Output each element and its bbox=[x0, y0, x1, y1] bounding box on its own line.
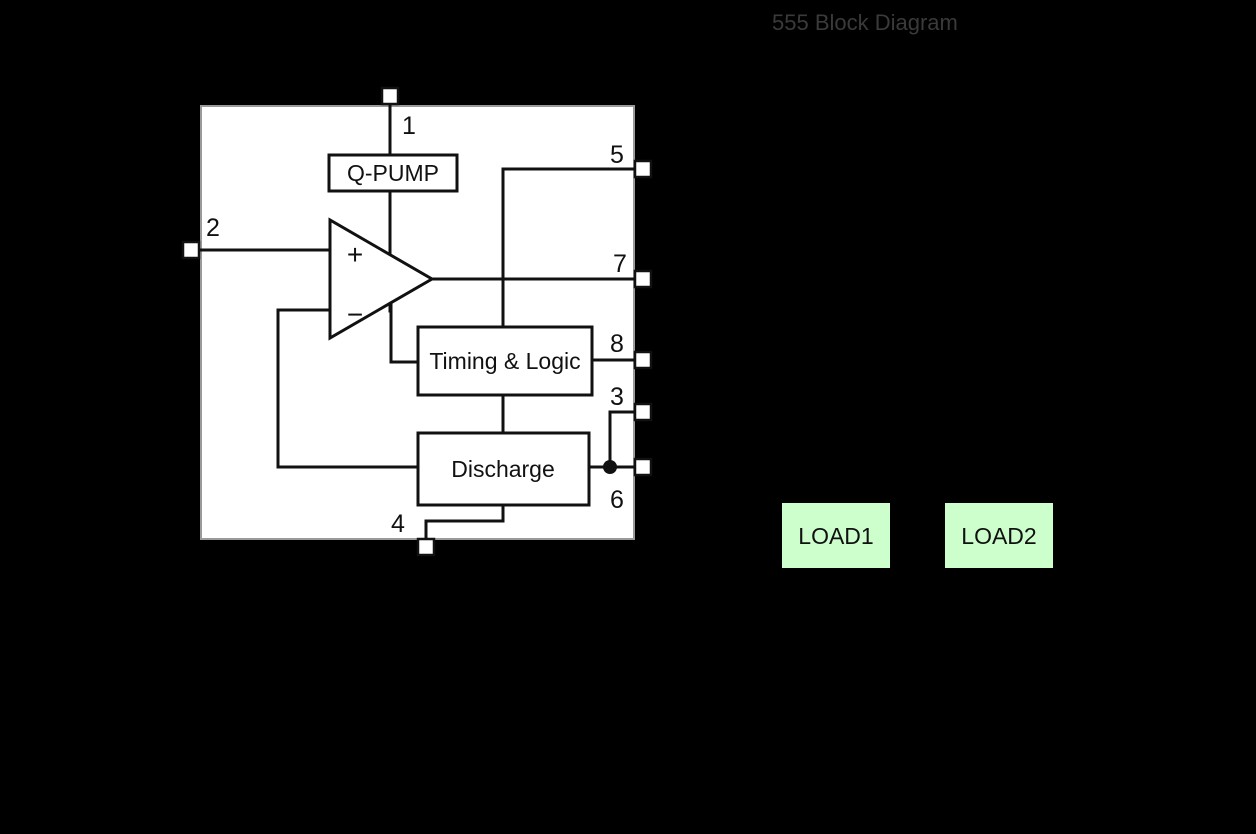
pin-7-terminal[interactable] bbox=[633, 269, 653, 289]
comparator-minus-label: − bbox=[347, 299, 363, 330]
pin-8-number: 8 bbox=[610, 330, 624, 358]
pin-squares bbox=[181, 86, 653, 557]
discharge-box bbox=[416, 431, 591, 507]
load2-box[interactable] bbox=[945, 503, 1053, 568]
comparator-plus-label: + bbox=[347, 239, 363, 270]
pin-1-number: 1 bbox=[402, 112, 416, 140]
qpump-box bbox=[327, 153, 459, 193]
comparator-triangle bbox=[328, 217, 435, 341]
pin-5-number: 5 bbox=[610, 141, 624, 169]
pin-8-terminal[interactable] bbox=[633, 350, 653, 370]
pin-3-number: 3 bbox=[610, 383, 624, 411]
pin-number-labels: 1 2 5 7 8 3 6 4 bbox=[206, 112, 627, 538]
pin-7-number: 7 bbox=[613, 250, 627, 278]
pin-2-terminal[interactable] bbox=[181, 240, 201, 260]
pin-5-terminal[interactable] bbox=[633, 159, 653, 179]
diagram-title: 555 Block Diagram bbox=[772, 10, 958, 35]
pin-3-terminal[interactable] bbox=[633, 402, 653, 422]
pin-4-number: 4 bbox=[391, 510, 405, 538]
load1-group[interactable]: LOAD1 bbox=[782, 503, 890, 568]
load2-label: LOAD2 bbox=[961, 523, 1036, 549]
qpump-label: Q-PUMP bbox=[347, 160, 439, 186]
qpump-block: Q-PUMP bbox=[327, 153, 459, 193]
wire-pin5-to-timing bbox=[501, 167, 644, 329]
pin-6-number: 6 bbox=[610, 486, 624, 514]
pin-1-terminal[interactable] bbox=[380, 86, 400, 106]
pin-4-terminal[interactable] bbox=[416, 537, 436, 557]
wire-discharge-to-pin4 bbox=[424, 503, 505, 549]
junction-dot-pin3-pin6 bbox=[603, 460, 617, 474]
pin-2-number: 2 bbox=[206, 214, 220, 242]
comparator-block: + − bbox=[328, 217, 435, 341]
discharge-block: Discharge bbox=[416, 431, 591, 507]
load2-group[interactable]: LOAD2 bbox=[945, 503, 1053, 568]
timing-logic-box bbox=[416, 325, 594, 397]
wire-pin3-to-junction bbox=[608, 410, 644, 469]
pin-6-terminal[interactable] bbox=[633, 457, 653, 477]
discharge-label: Discharge bbox=[451, 456, 555, 482]
timing-logic-label: Timing & Logic bbox=[429, 348, 580, 374]
wire-comparator-to-timing bbox=[389, 293, 420, 364]
load1-label: LOAD1 bbox=[798, 523, 873, 549]
wire-group bbox=[188, 94, 644, 549]
timing-logic-block: Timing & Logic bbox=[416, 325, 594, 397]
wire-minus-feedback bbox=[276, 308, 420, 469]
load1-box[interactable] bbox=[782, 503, 890, 568]
